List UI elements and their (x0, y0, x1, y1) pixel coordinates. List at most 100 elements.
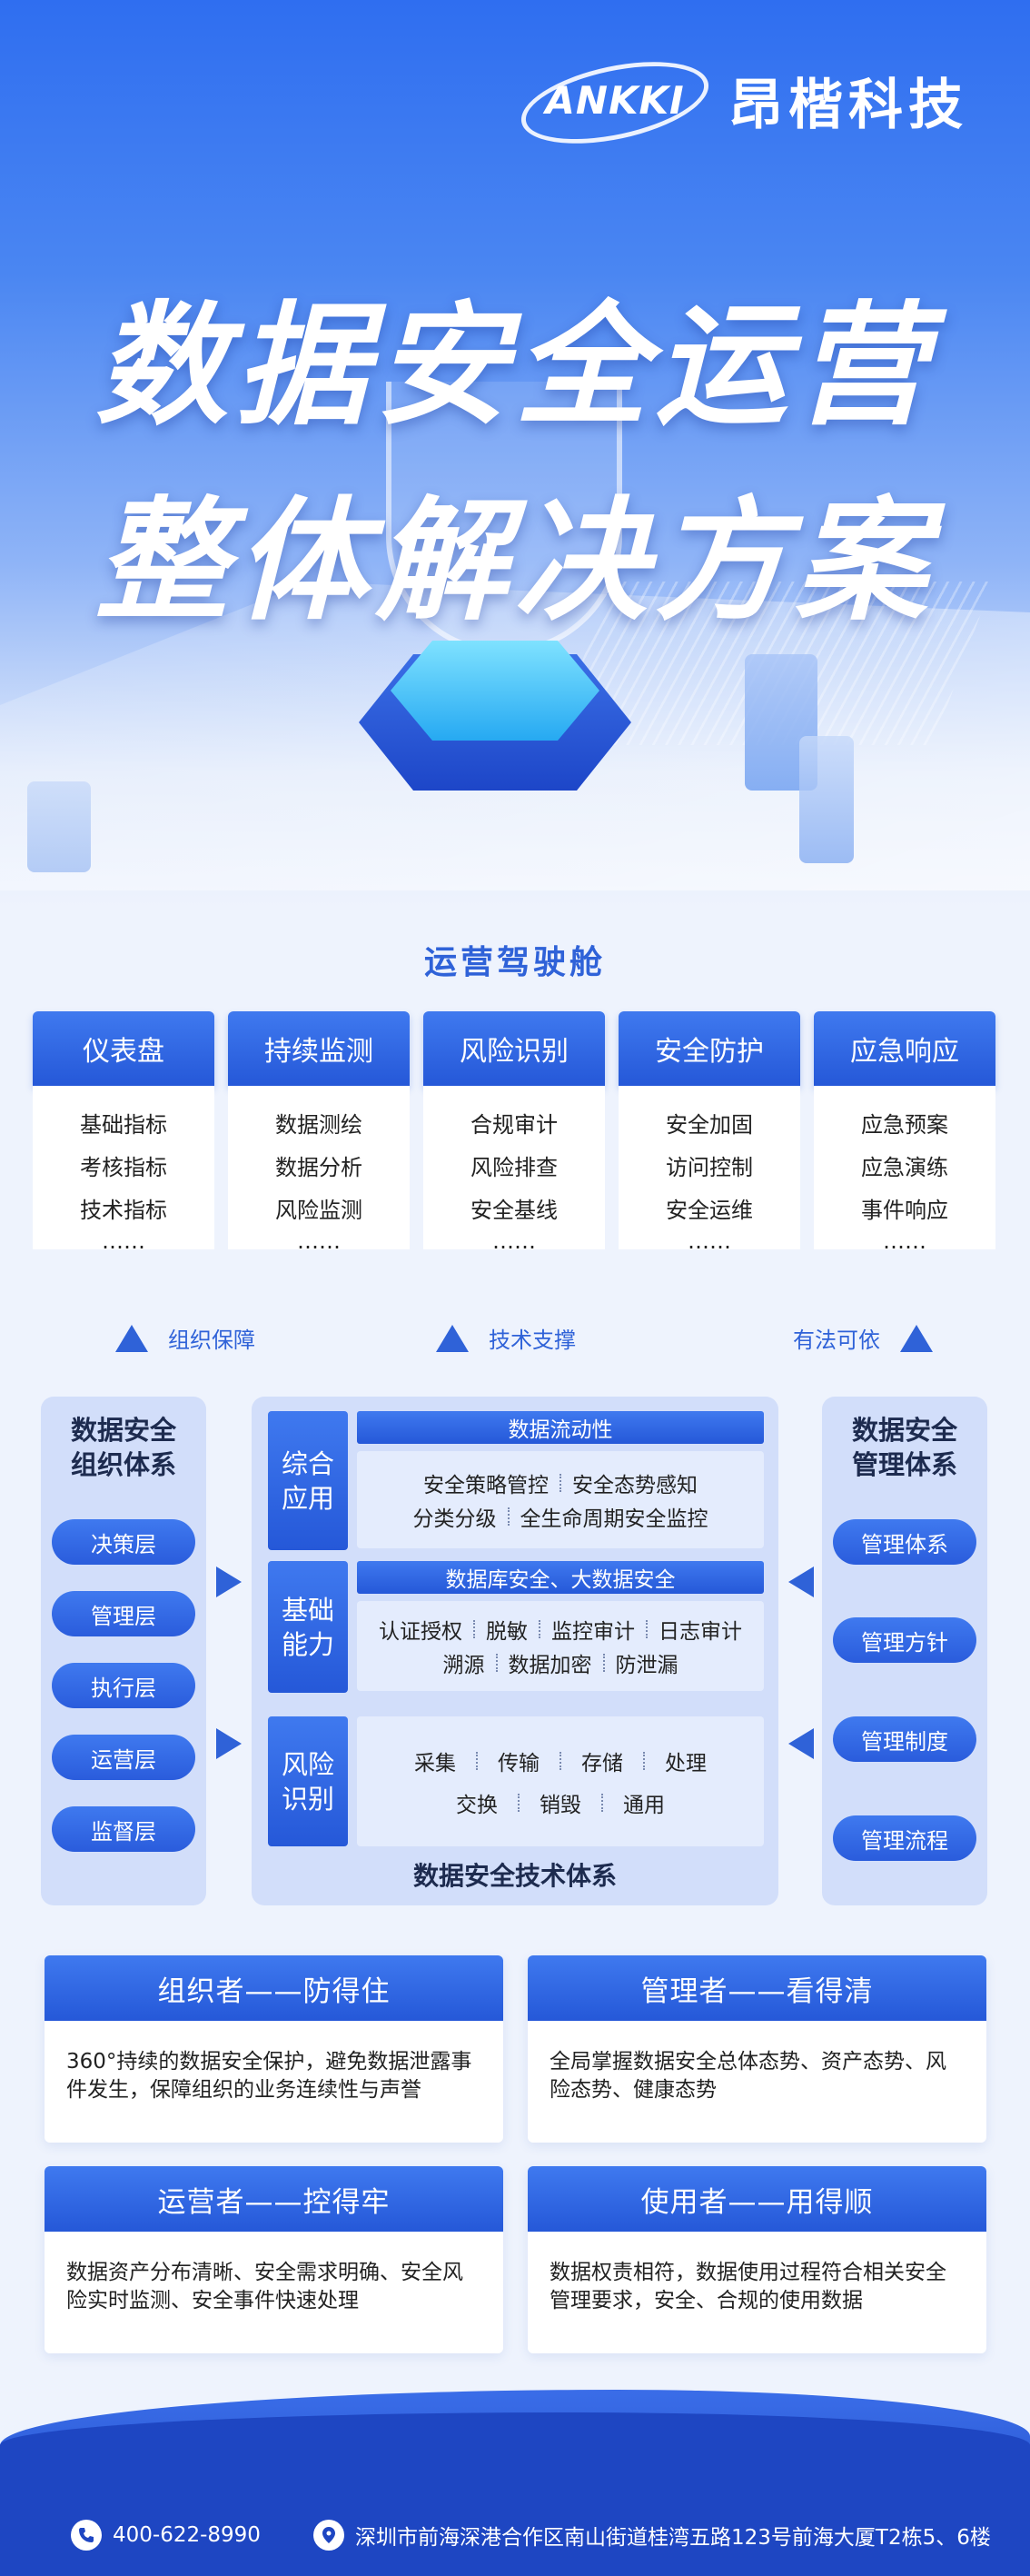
tech-block-side-line2: 识别 (281, 1783, 334, 1815)
support-tag-label: 有法可依 (793, 1328, 880, 1353)
footer-band (0, 2412, 1030, 2576)
org-level-pill: 运营层 (52, 1735, 195, 1780)
tech-item: 认证授权 (379, 1620, 462, 1644)
cockpit-column-body: 应急预案 应急演练 事件响应 …… (814, 1086, 995, 1254)
hero-banner (0, 0, 1030, 909)
tech-block-side-label: 风险识别 (268, 1716, 348, 1846)
role-card-text: 数据权责相符，数据使用过程符合相关安全管理要求，安全、合规的使用数据 (550, 2261, 946, 2312)
tech-block-side-line2: 能力 (281, 1628, 334, 1660)
list-item-ellipsis: …… (883, 1228, 926, 1254)
tech-block-side-label: 基础能力 (268, 1561, 348, 1693)
footer-phone: 400-622-8990 (71, 2520, 261, 2551)
list-item: 安全基线 (470, 1198, 558, 1223)
cockpit-column-head: 风险识别 (423, 1011, 605, 1086)
cockpit-column-body: 基础指标 考核指标 技术指标 …… (33, 1086, 214, 1254)
tech-block-side-label: 综合应用 (268, 1411, 348, 1550)
list-item: 风险排查 (470, 1155, 558, 1180)
tech-item: 安全策略管控 (423, 1474, 549, 1497)
tech-row: 溯源 数据加密 防泄漏 (443, 1646, 678, 1680)
role-card-title: 管理者——看得清 (528, 1955, 986, 2021)
tech-item: 监控审计 (551, 1620, 635, 1644)
org-system-panel: 数据安全 组织体系 决策层 管理层 执行层 运营层 监督层 (41, 1397, 206, 1905)
tech-item: 销毁 (540, 1793, 581, 1817)
tech-block-box: 采集 传输 存储 处理 交换 销毁 通用 (357, 1716, 764, 1846)
dotted-separator (518, 1793, 520, 1812)
tech-item: 全生命周期安全监控 (520, 1507, 708, 1531)
list-item: 安全运维 (666, 1198, 753, 1223)
footer-address: 深圳市前海深港合作区南山街道桂湾五路123号前海大厦T2栋5、6楼 (313, 2520, 991, 2551)
tech-item: 安全态势感知 (572, 1474, 698, 1497)
dotted-separator (495, 1654, 498, 1672)
org-system-title-line1: 数据安全 (70, 1415, 176, 1446)
tech-block-main: 数据库安全、大数据安全 认证授权 脱敏 监控审计 日志审计 溯源 数据加密 防泄… (357, 1561, 764, 1691)
list-item: 应急演练 (861, 1155, 948, 1180)
list-item-ellipsis: …… (492, 1228, 536, 1254)
arrow-left-icon (788, 1566, 814, 1597)
logo-en-text: ANKKI (545, 77, 685, 123)
org-level-pill: 决策层 (52, 1519, 195, 1565)
mgmt-system-title-line1: 数据安全 (851, 1415, 957, 1446)
tech-system-caption: 数据安全技术体系 (412, 1861, 617, 1891)
role-card: 运营者——控得牢 数据资产分布清晰、安全需求明确、安全风险实时监测、安全事件快速… (45, 2166, 503, 2353)
ankki-logo-mark: ANKKI (513, 47, 717, 158)
tech-row: 认证授权 脱敏 监控审计 日志审计 (379, 1613, 742, 1646)
org-level-pill: 执行层 (52, 1663, 195, 1708)
dotted-separator (507, 1507, 510, 1526)
cockpit-column-head: 应急响应 (814, 1011, 995, 1086)
role-card: 组织者——防得住 360°持续的数据安全保护，避免数据泄露事件发生，保障组织的业… (45, 1955, 503, 2143)
tech-block-app: 综合应用 数据流动性 安全策略管控 安全态势感知 分类分级 全生命周期安全监控 (268, 1411, 764, 1550)
brand-logo: ANKKI 昂楷科技 (513, 47, 968, 158)
hexagon-top-decoration (391, 641, 599, 741)
list-item: 数据分析 (275, 1155, 362, 1180)
list-item: 基础指标 (80, 1112, 167, 1138)
list-item: 风险监测 (275, 1198, 362, 1223)
tech-item: 日志审计 (659, 1620, 742, 1644)
logo-cn-text: 昂楷科技 (728, 73, 968, 137)
cockpit-columns: 仪表盘 基础指标 考核指标 技术指标 …… 持续监测 数据测绘 数据分析 风险监… (33, 1011, 997, 1254)
tech-block-main: 采集 传输 存储 处理 交换 销毁 通用 (357, 1716, 764, 1846)
mgmt-item-pill: 管理流程 (833, 1815, 976, 1861)
cockpit-column-body: 合规审计 风险排查 安全基线 …… (423, 1086, 605, 1254)
arrow-right-icon (216, 1728, 242, 1759)
tech-row: 交换 销毁 通用 (456, 1782, 665, 1824)
tech-item: 存储 (581, 1751, 623, 1775)
org-level-pill: 管理层 (52, 1591, 195, 1636)
list-item: 安全加固 (666, 1112, 753, 1138)
cockpit-title: 运营驾驶舱 (423, 944, 606, 981)
tech-item: 处理 (665, 1751, 707, 1775)
list-item-ellipsis: …… (688, 1228, 731, 1254)
footer-contact: 400-622-8990 深圳市前海深港合作区南山街道桂湾五路123号前海大厦T… (0, 2512, 1030, 2558)
cockpit-column: 仪表盘 基础指标 考核指标 技术指标 …… (33, 1011, 214, 1254)
tech-item: 传输 (498, 1751, 540, 1775)
tech-block-side-line1: 风险 (281, 1748, 334, 1780)
tech-block-bar: 数据流动性 (357, 1411, 764, 1444)
list-item-ellipsis: …… (102, 1228, 145, 1254)
footer-address-text: 深圳市前海深港合作区南山街道桂湾五路123号前海大厦T2栋5、6楼 (355, 2526, 991, 2550)
org-level-pill: 监督层 (52, 1806, 195, 1852)
tech-block-box: 安全策略管控 安全态势感知 分类分级 全生命周期安全监控 (357, 1451, 764, 1548)
list-item: 合规审计 (470, 1112, 558, 1138)
role-card: 管理者——看得清 全局掌握数据安全总体态势、资产态势、风险态势、健康态势 (528, 1955, 986, 2143)
cube-decoration (27, 781, 91, 872)
list-item: 考核指标 (80, 1155, 167, 1180)
list-item: 应急预案 (861, 1112, 948, 1138)
support-tag-label: 组织保障 (168, 1328, 255, 1353)
role-card-title: 组织者——防得住 (45, 1955, 503, 2021)
footer-phone-text: 400-622-8990 (113, 2523, 261, 2547)
tech-block-side-line1: 基础 (281, 1594, 334, 1626)
cockpit-column: 安全防护 安全加固 访问控制 安全运维 …… (619, 1011, 800, 1254)
tech-system-panel: 综合应用 数据流动性 安全策略管控 安全态势感知 分类分级 全生命周期安全监控 … (252, 1397, 778, 1905)
role-card-text: 360°持续的数据安全保护，避免数据泄露事件发生，保障组织的业务连续性与声誉 (66, 2050, 472, 2102)
mgmt-system-title: 数据安全 管理体系 (822, 1397, 987, 1482)
support-tag-org: 组织保障 (115, 1322, 255, 1354)
tech-item: 溯源 (442, 1654, 485, 1677)
role-card: 使用者——用得顺 数据权责相符，数据使用过程符合相关安全管理要求，安全、合规的使… (528, 2166, 986, 2353)
tech-item: 通用 (623, 1793, 665, 1817)
support-tag-tech: 技术支撑 (436, 1322, 576, 1354)
cockpit-column-body: 安全加固 访问控制 安全运维 …… (619, 1086, 800, 1254)
tech-block-bar: 数据库安全、大数据安全 (357, 1561, 764, 1594)
tech-item: 分类分级 (412, 1507, 497, 1531)
dotted-separator (602, 1654, 605, 1672)
main-title-line2: 整体解决方案 (95, 484, 935, 639)
role-card-text: 全局掌握数据安全总体态势、资产态势、风险态势、健康态势 (550, 2050, 946, 2102)
